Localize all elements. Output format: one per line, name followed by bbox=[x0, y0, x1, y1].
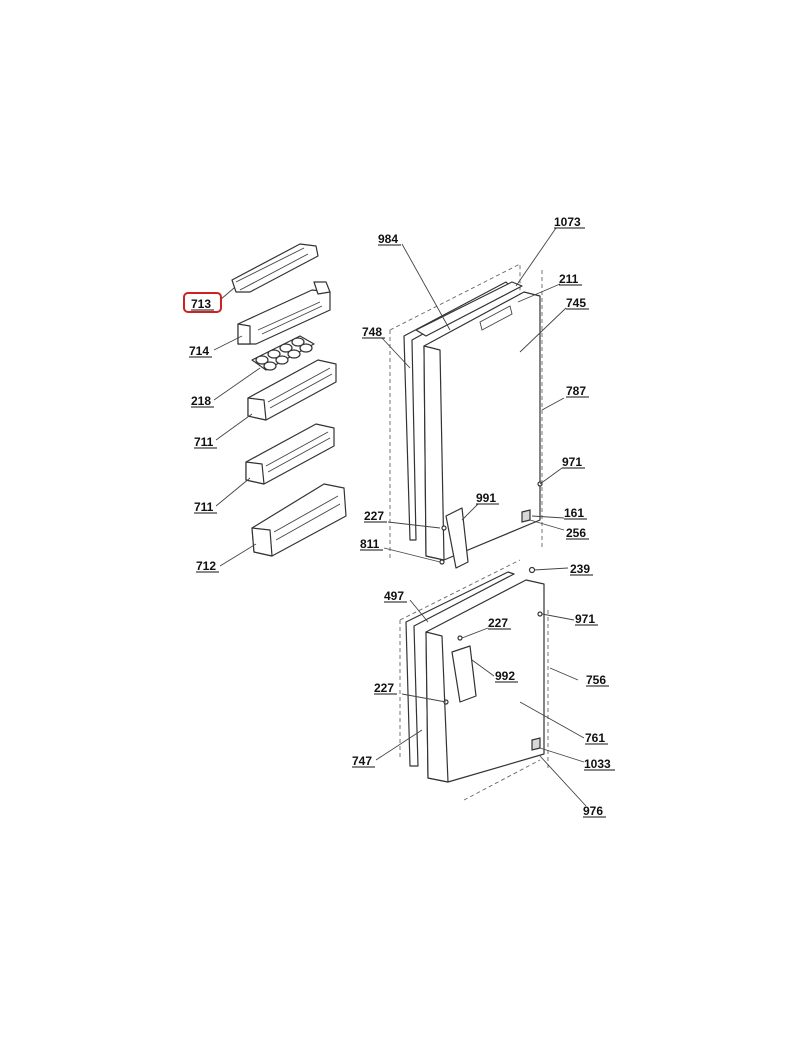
callout-1073: 1073 bbox=[554, 215, 581, 229]
part-713-shelf-cover bbox=[231, 243, 319, 293]
callout-787: 787 bbox=[566, 384, 586, 398]
callout-239: 239 bbox=[570, 562, 590, 576]
callout-992: 992 bbox=[495, 669, 515, 683]
upper-door-assembly bbox=[389, 263, 543, 569]
callout-747: 747 bbox=[352, 754, 372, 768]
callout-756: 756 bbox=[586, 673, 606, 687]
callout-714: 714 bbox=[189, 344, 209, 358]
callout-976: 976 bbox=[583, 804, 603, 818]
lower-door-assembly bbox=[399, 559, 549, 801]
part-712-bottle-shelf bbox=[251, 483, 347, 557]
callout-712: 712 bbox=[196, 559, 216, 573]
highlight-box-713 bbox=[183, 292, 222, 313]
callout-227-lower: 227 bbox=[374, 681, 394, 695]
callout-labels: 713 714 218 711 711 712 984 1073 211 745… bbox=[189, 215, 615, 818]
callout-971-lower: 971 bbox=[575, 612, 595, 626]
part-711-door-shelf-upper bbox=[247, 359, 337, 421]
callout-811: 811 bbox=[360, 537, 380, 551]
callout-991: 991 bbox=[476, 491, 496, 505]
callout-745: 745 bbox=[566, 296, 586, 310]
callout-971-upper: 971 bbox=[562, 455, 582, 469]
callout-227-middle: 227 bbox=[488, 616, 508, 630]
callout-218: 218 bbox=[191, 394, 211, 408]
part-711-door-shelf-lower bbox=[245, 423, 335, 485]
callout-161: 161 bbox=[564, 506, 584, 520]
callout-761: 761 bbox=[585, 731, 605, 745]
callout-713: 713 bbox=[191, 297, 211, 311]
part-218-egg-tray bbox=[251, 335, 315, 371]
callout-711-upper: 711 bbox=[194, 435, 214, 449]
leader-lines bbox=[213, 227, 587, 807]
callout-748: 748 bbox=[362, 325, 382, 339]
callout-1033: 1033 bbox=[584, 757, 611, 771]
callout-256: 256 bbox=[566, 526, 586, 540]
callout-984: 984 bbox=[378, 232, 398, 246]
callout-227-upper: 227 bbox=[364, 509, 384, 523]
callout-211: 211 bbox=[559, 272, 579, 286]
part-714-small-shelf bbox=[237, 281, 331, 345]
callout-711-lower: 711 bbox=[194, 500, 214, 514]
callout-497: 497 bbox=[384, 589, 404, 603]
